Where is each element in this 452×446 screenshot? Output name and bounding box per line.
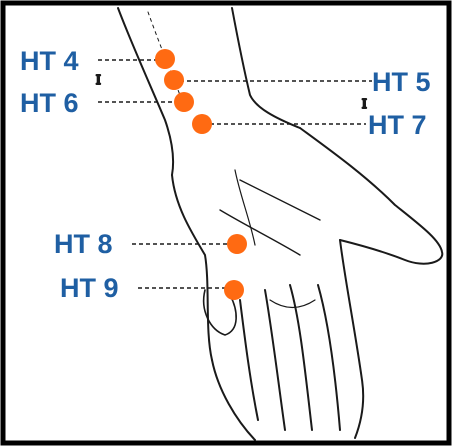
ht8-label: HT 8	[54, 229, 113, 259]
ht7-label: HT 7	[368, 110, 427, 140]
ht9-label: HT 9	[60, 273, 119, 303]
ht6-point	[174, 92, 194, 112]
ht4-label: HT 4	[20, 46, 79, 76]
ht8-point	[227, 234, 247, 254]
wrist-mark-right: I	[362, 97, 367, 112]
ht4-point	[155, 49, 175, 69]
ht7-point	[192, 114, 212, 134]
wrist-mark-left: I	[96, 73, 101, 88]
ht5-point	[164, 70, 184, 90]
ht9-point	[224, 280, 244, 300]
ht5-label: HT 5	[372, 67, 431, 97]
ht6-label: HT 6	[20, 88, 79, 118]
